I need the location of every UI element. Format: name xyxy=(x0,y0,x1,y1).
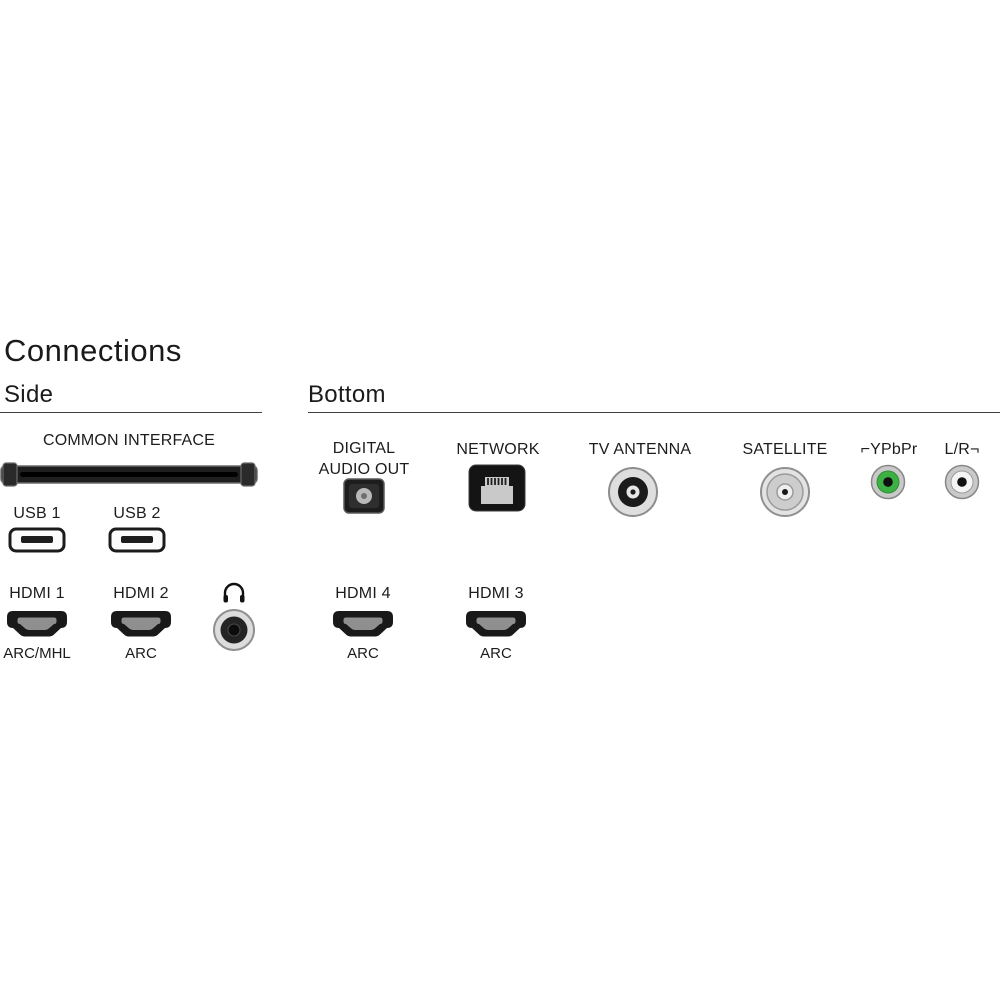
hdmi-port-icon xyxy=(466,611,526,637)
hdmi3-sublabel: ARC xyxy=(480,645,512,662)
hdmi-port-icon xyxy=(7,611,67,637)
tv-antenna-label: TV ANTENNA xyxy=(588,441,692,458)
hdmi2-port xyxy=(108,609,174,639)
lr-label: L/R¬ xyxy=(944,441,980,458)
headphones-icon xyxy=(221,582,247,609)
hdmi-port-icon xyxy=(111,611,171,637)
side-section-rule xyxy=(0,412,262,413)
headphone-jack xyxy=(212,608,256,652)
hdmi3-label: HDMI 3 xyxy=(468,585,524,602)
section-label-side: Side xyxy=(4,381,54,408)
lr-port xyxy=(944,464,980,500)
toslink-port-icon xyxy=(343,478,385,514)
usb-port-icon xyxy=(108,527,166,553)
section-label-bottom: Bottom xyxy=(308,381,386,408)
common-interface-label: COMMON INTERFACE xyxy=(42,432,216,449)
usb-port-icon xyxy=(8,527,66,553)
hdmi2-label: HDMI 2 xyxy=(113,585,169,602)
coax-connector-icon xyxy=(608,467,658,517)
hdmi1-label: HDMI 1 xyxy=(9,585,65,602)
digital-audio-out-label-line1: DIGITAL xyxy=(332,440,396,457)
usb1-port xyxy=(8,527,66,553)
ethernet-port-icon xyxy=(468,464,526,512)
hdmi4-label: HDMI 4 xyxy=(335,585,391,602)
bottom-section-rule xyxy=(308,412,1000,413)
network-label: NETWORK xyxy=(456,441,540,458)
rca-white-icon xyxy=(944,464,980,500)
rca-green-icon xyxy=(870,464,906,500)
ypbpr-label: ⌐YPbPr xyxy=(860,441,918,458)
usb2-port xyxy=(108,527,166,553)
f-connector-icon xyxy=(760,467,810,517)
digital-audio-out-label: DIGITAL AUDIO OUT xyxy=(306,438,422,480)
satellite-label: SATELLITE xyxy=(742,441,828,458)
hdmi-port-icon xyxy=(333,611,393,637)
common-interface-slot-icon xyxy=(0,462,258,487)
network-port xyxy=(468,464,526,512)
usb2-label: USB 2 xyxy=(113,505,161,522)
tv-antenna-port xyxy=(607,466,659,518)
usb1-label: USB 1 xyxy=(13,505,61,522)
common-interface-slot xyxy=(0,460,258,490)
hdmi2-sublabel: ARC xyxy=(125,645,157,662)
hdmi3-port xyxy=(463,609,529,639)
digital-audio-out-port xyxy=(342,477,386,515)
page-title: Connections xyxy=(4,333,182,368)
hdmi4-port xyxy=(330,609,396,639)
satellite-port xyxy=(759,466,811,518)
hdmi1-sublabel: ARC/MHL xyxy=(3,645,71,662)
digital-audio-out-label-line2: AUDIO OUT xyxy=(318,461,410,478)
headphone-jack-icon xyxy=(213,609,255,651)
ypbpr-port xyxy=(870,464,906,500)
hdmi4-sublabel: ARC xyxy=(347,645,379,662)
hdmi1-port xyxy=(4,609,70,639)
